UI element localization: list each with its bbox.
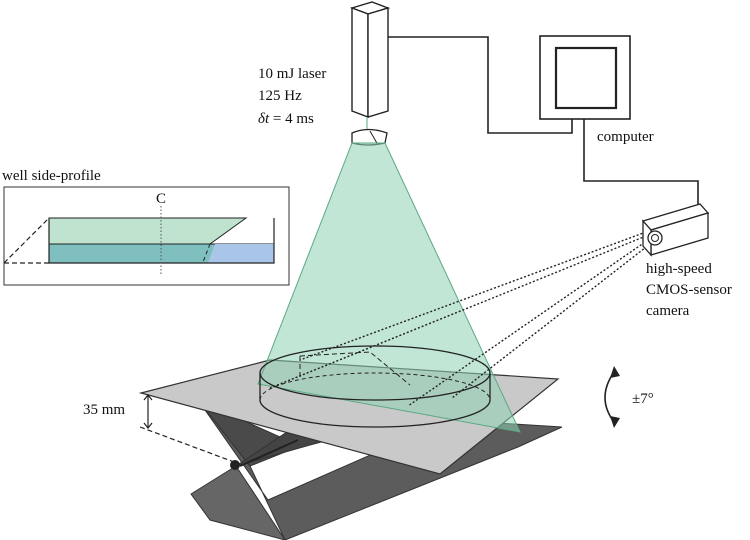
laser-unit [349,1,391,146]
delta-t-symbol: δt [258,111,270,127]
laser-computer-cable [388,36,573,134]
depth-marker [139,394,235,463]
laser-interval-label: δt = 4 ms [258,111,314,127]
computer-camera-cable [583,118,699,206]
camera-label-line1: high-speed [646,261,712,277]
camera-field-of-view [269,231,651,407]
centre-mark-label: C [156,191,166,207]
depth-label: 35 mm [83,402,125,418]
delta-t-value: = 4 ms [269,111,314,127]
pivot-point [230,460,240,470]
computer-label: computer [597,129,654,145]
tilt-angle-label: ±7° [632,391,654,407]
camera-label-line2: CMOS-sensor [646,282,732,298]
laser-light-sheet [257,142,521,433]
tilt-rotation-arrow [604,366,620,428]
inset-title: well side-profile [2,168,101,184]
laser-rate-label: 125 Hz [258,88,302,104]
camera-label-line3: camera [646,303,690,319]
well-side-profile-inset [3,186,290,286]
computer-monitor-icon [539,35,631,120]
camera-icon [641,203,710,257]
laser-energy-label: 10 mJ laser [258,66,326,82]
